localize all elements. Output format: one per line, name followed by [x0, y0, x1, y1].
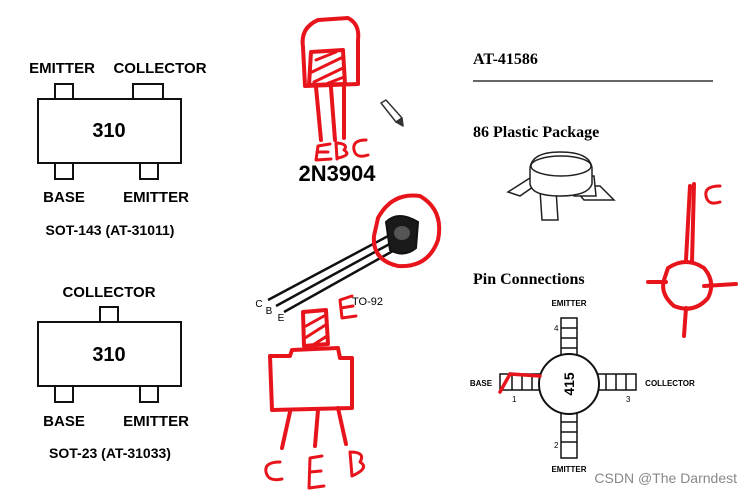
- at41586-pin-number-3: 3: [626, 395, 631, 404]
- sot23-body: [37, 321, 182, 387]
- to92-sketch-leads-2: [280, 406, 348, 450]
- to92-lead-c: [267, 233, 391, 302]
- to92-red-letter-e: [338, 294, 358, 320]
- sot143-label-emitter-top: EMITTER: [29, 60, 95, 77]
- pencil-cursor-icon: [380, 99, 404, 127]
- at41586-pin-number-1: 1: [512, 395, 517, 404]
- at41586-label-collector: COLLECTOR: [645, 379, 695, 388]
- red-sketch-collector-lead: [684, 182, 696, 264]
- at41586-label-emitter-top: EMITTER: [551, 299, 586, 308]
- red-sketch-leads: [646, 280, 738, 338]
- sot143-pin-emitter-top: [54, 83, 74, 101]
- at41586-pin-drawing: [499, 317, 637, 459]
- to92-red-letter-b-bottom: [348, 450, 366, 478]
- to92-sketch-body: [300, 16, 361, 88]
- sot23-package: COLLECTOR 310 BASE EMITTER SOT-23 (AT-31…: [37, 284, 189, 461]
- sot143-pin-base: [54, 162, 74, 180]
- at41586-label-base: BASE: [470, 379, 493, 388]
- sot143-package: EMITTER COLLECTOR 310 BASE EMITTER SOT-1…: [29, 60, 207, 238]
- to92-lead-label-e: E: [278, 313, 285, 324]
- red-sketch-body: [661, 260, 714, 311]
- at41586-marking: 415: [561, 372, 577, 396]
- at41586-body: [538, 353, 600, 415]
- at41586-pin-2: [560, 411, 578, 459]
- to92-lead-label-c: C: [255, 299, 262, 310]
- sot23-pin-base: [54, 385, 74, 403]
- sot23-label-base: BASE: [43, 413, 85, 430]
- sot23-pin-emitter: [139, 385, 159, 403]
- sot143-pin-emitter-bottom: [139, 162, 159, 180]
- to92-sketch-leads: [314, 85, 346, 142]
- at41586-pin-title: Pin Connections: [473, 271, 585, 288]
- sot23-label-collector: COLLECTOR: [62, 284, 155, 301]
- red-transistor-sketch: [646, 182, 738, 338]
- at41586-section: AT-41586 86 Plastic Package Pin Connecti…: [470, 51, 713, 474]
- to92-sketch-hatch: [310, 50, 346, 86]
- to92-sketch-letter-b: [334, 141, 349, 161]
- at41586-pin-number-2: 2: [554, 441, 559, 450]
- to92-part-number: 2N3904: [298, 161, 376, 186]
- to92-package-label: TO-92: [352, 296, 383, 308]
- red-sketch-letter-c: [704, 184, 722, 205]
- at41586-package-drawing: [506, 151, 616, 221]
- at41586-red-base-mark: [498, 372, 542, 394]
- sot23-caption: SOT-23 (AT-31033): [49, 445, 171, 461]
- to92-sketch-letter-e: [314, 142, 333, 162]
- sot23-pin-collector: [99, 306, 119, 324]
- to92-red-circle: [371, 193, 442, 269]
- sot143-body: [37, 98, 182, 164]
- to92-red-annotations: [264, 193, 442, 490]
- at41586-package-title: 86 Plastic Package: [473, 124, 599, 141]
- to92-red-letter-c-bottom: [264, 460, 284, 482]
- sot143-label-emitter-bottom: EMITTER: [123, 189, 189, 206]
- at41586-label-emitter-bottom: EMITTER: [551, 465, 586, 474]
- at41586-pin-number-4: 4: [554, 324, 559, 333]
- to92-sketch-body-2: [268, 346, 354, 412]
- to92-body-highlight: [394, 226, 410, 240]
- sot23-label-emitter: EMITTER: [123, 413, 189, 430]
- watermark-text: CSDN @The Darndest: [594, 470, 737, 486]
- to92-sketch-letter-c: [352, 138, 370, 158]
- at41586-part-number: AT-41586: [473, 51, 538, 68]
- to92-sketch-hatch-2: [303, 314, 329, 347]
- sot143-marking: 310: [92, 120, 125, 142]
- to92-package: C B E TO-92: [255, 215, 420, 324]
- sot143-caption: SOT-143 (AT-31011): [46, 222, 175, 238]
- sot143-label-collector: COLLECTOR: [113, 60, 206, 77]
- sot23-marking: 310: [92, 344, 125, 366]
- to92-red-letter-e-bottom: [307, 454, 326, 490]
- to92-sketch-face-2: [301, 308, 330, 348]
- sot143-label-base: BASE: [43, 189, 85, 206]
- to92-lead-label-b: B: [266, 306, 273, 317]
- sot143-pin-collector: [132, 83, 164, 101]
- to92-sketch-top: [300, 16, 370, 162]
- to92-sketch-face: [307, 48, 347, 87]
